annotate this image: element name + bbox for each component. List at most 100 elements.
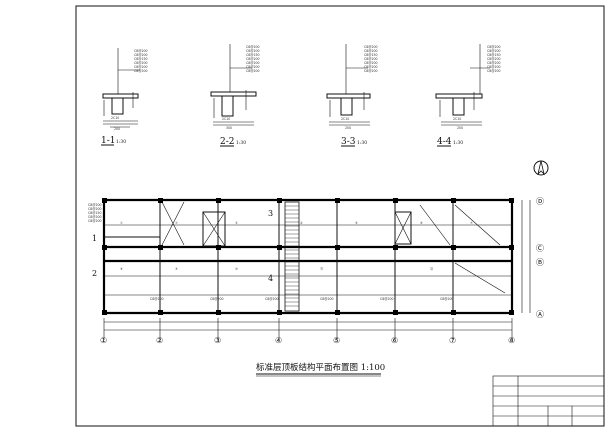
svg-text:C8@200: C8@200 — [364, 61, 378, 65]
svg-text:⑦: ⑦ — [449, 336, 456, 345]
svg-text:200: 200 — [114, 127, 120, 131]
svg-text:C8@200: C8@200 — [134, 61, 148, 65]
svg-text:C8@200: C8@200 — [364, 45, 378, 49]
svg-text:C8@200: C8@200 — [246, 69, 260, 73]
svg-text:C8@200: C8@200 — [88, 219, 102, 223]
svg-text:2C10: 2C10 — [341, 117, 349, 121]
plan-section-mark-2: 2 — [92, 269, 97, 278]
north-arrow-icon — [533, 160, 549, 176]
svg-text:2C10: 2C10 — [222, 117, 230, 121]
svg-text:②: ② — [156, 336, 163, 345]
svg-text:C8@200: C8@200 — [487, 61, 501, 65]
dimension-lines — [103, 200, 531, 340]
svg-text:C8@200: C8@200 — [88, 207, 102, 211]
svg-text:⑨: ⑨ — [175, 267, 178, 271]
svg-text:⑤: ⑤ — [333, 336, 340, 345]
svg-text:C8@200: C8@200 — [88, 215, 102, 219]
svg-text:C8@200: C8@200 — [320, 297, 334, 301]
svg-text:C8@200: C8@200 — [246, 61, 260, 65]
title-block — [492, 375, 605, 427]
svg-text:4-4: 4-4 — [437, 137, 452, 147]
svg-text:C8@200: C8@200 — [487, 57, 501, 61]
svg-text:⑫: ⑫ — [430, 266, 434, 271]
svg-text:⑥: ⑥ — [420, 221, 423, 225]
axis-bubbles-letters: Ⓓ Ⓒ Ⓑ Ⓐ — [536, 197, 544, 319]
svg-text:3-3: 3-3 — [341, 137, 356, 147]
axis-bubbles-numbers: ① ② ③ ④ ⑤ ⑥ ⑦ ⑧ — [100, 336, 515, 345]
svg-text:C8@150: C8@150 — [134, 57, 148, 61]
svg-text:C8@200: C8@200 — [246, 45, 260, 49]
drawing-border — [75, 5, 605, 427]
svg-text:C8@200: C8@200 — [246, 49, 260, 53]
svg-text:C8@200: C8@200 — [134, 69, 148, 73]
section-label-3: 3-3 1:30 — [341, 137, 367, 147]
svg-text:⑤: ⑤ — [355, 221, 358, 225]
svg-text:③: ③ — [235, 221, 238, 225]
svg-text:C8@200: C8@200 — [134, 49, 148, 53]
svg-text:1:30: 1:30 — [116, 139, 126, 145]
svg-text:C8@200: C8@200 — [364, 69, 378, 73]
svg-text:④: ④ — [275, 336, 282, 345]
svg-text:C8@200: C8@200 — [380, 297, 394, 301]
svg-text:C8@200: C8@200 — [265, 297, 279, 301]
svg-text:2C10: 2C10 — [111, 116, 119, 120]
svg-text:⑦: ⑦ — [470, 221, 473, 225]
svg-text:⑩: ⑩ — [235, 267, 238, 271]
svg-text:2-2: 2-2 — [220, 137, 235, 147]
svg-text:C8@200: C8@200 — [487, 65, 501, 69]
svg-text:C8@200: C8@200 — [134, 65, 148, 69]
svg-text:C8@200: C8@200 — [364, 49, 378, 53]
svg-text:Ⓑ: Ⓑ — [536, 258, 544, 267]
svg-text:C8@150: C8@150 — [246, 53, 260, 57]
svg-text:C8@200: C8@200 — [210, 297, 224, 301]
svg-text:⑥: ⑥ — [391, 336, 398, 345]
svg-text:C8@200: C8@200 — [246, 57, 260, 61]
svg-text:C8@200: C8@200 — [487, 49, 501, 53]
svg-text:2C10: 2C10 — [453, 117, 461, 121]
svg-text:C8@150: C8@150 — [88, 211, 102, 215]
section-label-2: 2-2 1:30 — [220, 137, 246, 147]
svg-text:Ⓐ: Ⓐ — [536, 310, 544, 319]
plan-title: 标准层顶板结构平面布置图 1:100 — [256, 362, 385, 373]
section-label-1: 1-1 1:30 — [101, 136, 126, 146]
svg-text:C8@200: C8@200 — [88, 203, 102, 207]
section-label-4: 4-4 1:30 — [437, 137, 463, 147]
svg-text:300: 300 — [226, 126, 232, 130]
svg-text:C8@150: C8@150 — [364, 53, 378, 57]
svg-text:200: 200 — [345, 126, 351, 130]
svg-text:Ⓒ: Ⓒ — [536, 244, 544, 253]
svg-text:1:30: 1:30 — [236, 140, 246, 146]
svg-text:④: ④ — [300, 221, 303, 225]
svg-text:①: ① — [120, 221, 123, 225]
svg-text:C8@200: C8@200 — [150, 297, 164, 301]
svg-text:C8@200: C8@200 — [134, 53, 148, 57]
plan-section-mark-4: 4 — [268, 274, 273, 283]
svg-text:C8@150: C8@150 — [487, 53, 501, 57]
svg-text:1-1: 1-1 — [101, 136, 116, 146]
svg-text:⑧: ⑧ — [508, 336, 515, 345]
plan-section-mark-1: 1 — [92, 234, 97, 243]
svg-text:C8@200: C8@200 — [364, 65, 378, 69]
svg-text:200: 200 — [457, 126, 463, 130]
svg-text:C8@200: C8@200 — [487, 45, 501, 49]
svg-text:1:30: 1:30 — [357, 140, 367, 146]
svg-text:⑧: ⑧ — [120, 267, 123, 271]
svg-text:C8@200: C8@200 — [364, 57, 378, 61]
svg-text:C8@200: C8@200 — [487, 69, 501, 73]
svg-text:C8@200: C8@200 — [246, 65, 260, 69]
svg-text:⑪: ⑪ — [320, 266, 324, 271]
svg-text:Ⓓ: Ⓓ — [536, 197, 544, 206]
svg-text:②: ② — [175, 221, 178, 225]
plan-section-mark-3: 3 — [268, 209, 273, 218]
svg-text:③: ③ — [214, 336, 221, 345]
svg-text:1:30: 1:30 — [453, 140, 463, 146]
svg-text:①: ① — [100, 336, 107, 345]
svg-text:C8@200: C8@200 — [440, 297, 454, 301]
